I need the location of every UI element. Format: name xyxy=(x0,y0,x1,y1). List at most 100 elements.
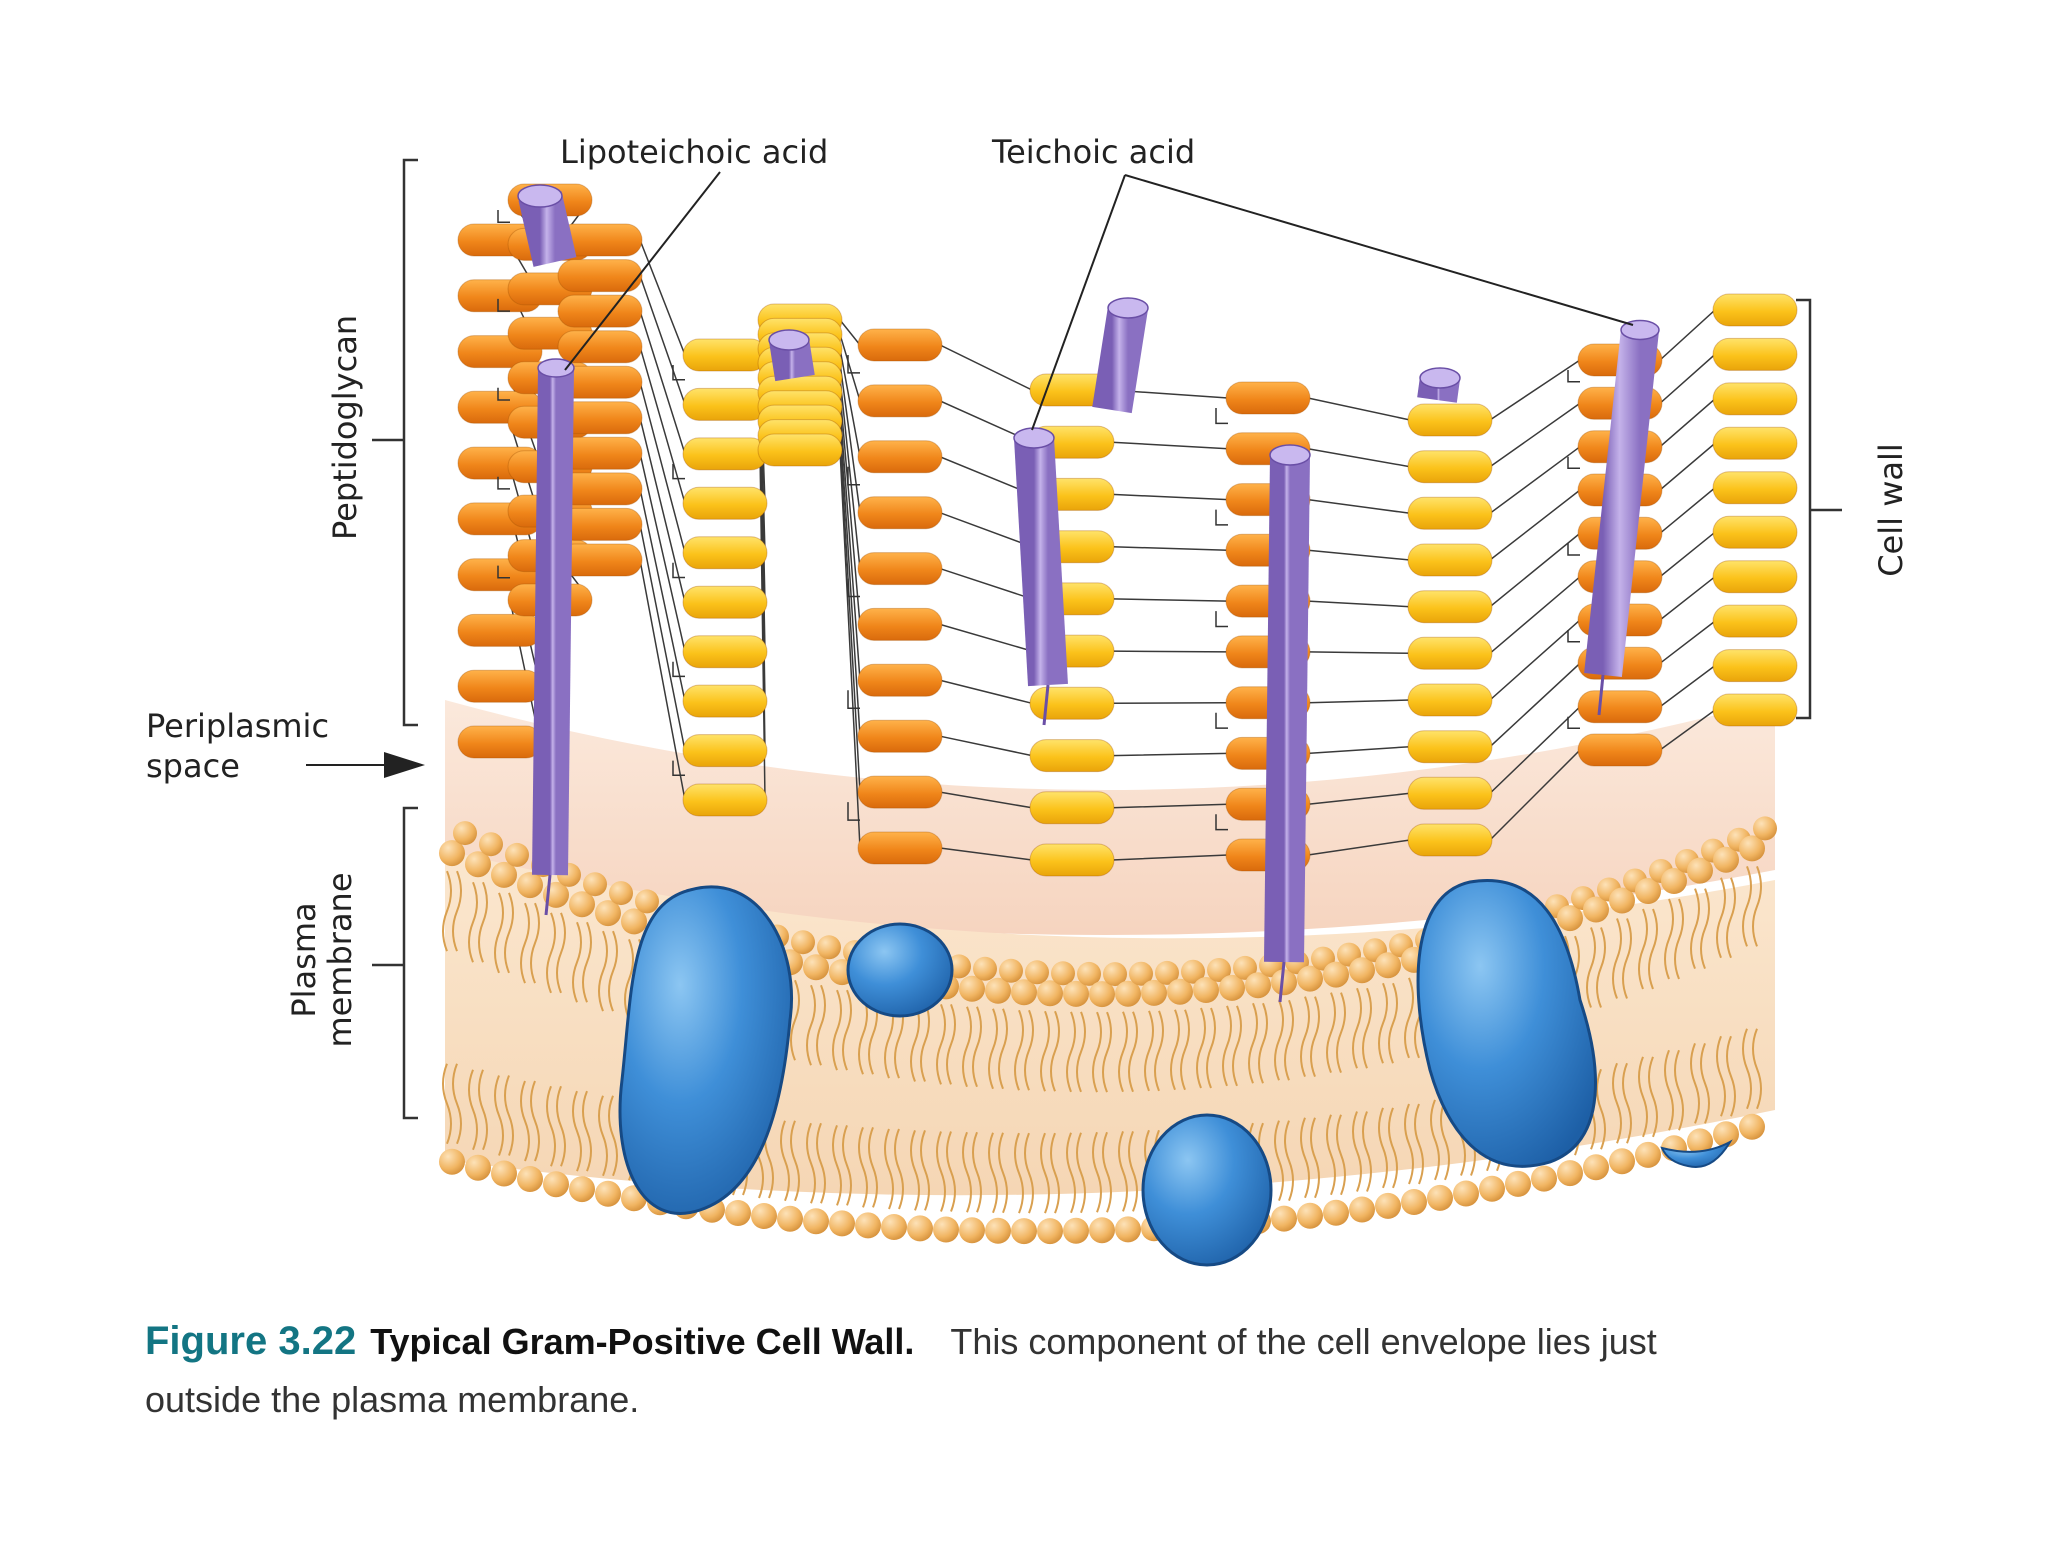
lipid-tail xyxy=(1648,908,1658,1138)
sugar-block xyxy=(682,783,768,817)
lipid-tail xyxy=(1284,999,1294,1201)
membrane-protein-right xyxy=(1416,879,1597,1168)
lipid-head xyxy=(1181,959,1205,984)
sugar-block xyxy=(857,496,943,530)
lipoteichoic-rod-left-anchor xyxy=(544,874,552,916)
lipid-head xyxy=(569,891,595,918)
lipid-tail xyxy=(608,930,618,1177)
lipid-tail xyxy=(816,984,826,1204)
lipid-head xyxy=(751,1203,777,1229)
peptide-bridge xyxy=(847,690,860,710)
lipid-head xyxy=(1687,1128,1713,1155)
sugar-block xyxy=(1029,739,1115,773)
periplasmic-arrow-head xyxy=(384,752,425,778)
sugar-block xyxy=(682,734,768,768)
peptide-bridge xyxy=(497,210,510,223)
lipid-head xyxy=(569,1176,595,1203)
teichoic-rod-mid-top xyxy=(1092,304,1148,414)
sugar-block xyxy=(682,536,768,570)
lipid-head xyxy=(1401,1189,1427,1215)
peptide-bridge xyxy=(1567,630,1580,643)
lipid-tail xyxy=(582,921,592,1172)
lipid-head xyxy=(1011,979,1037,1006)
lipid-head xyxy=(1025,960,1049,985)
peptide-bridge xyxy=(672,562,685,579)
lipid-head xyxy=(1051,961,1075,986)
lipid-head xyxy=(1219,974,1245,1001)
sugar-block xyxy=(1029,843,1115,877)
lipid-head xyxy=(803,954,829,981)
lipid-head xyxy=(1115,1216,1141,1243)
membrane-protein-edge xyxy=(1660,1139,1733,1168)
lipid-head xyxy=(583,872,607,897)
sugar-block xyxy=(1407,403,1493,437)
lipid-tail xyxy=(1300,996,1310,1199)
lipid-head xyxy=(1323,961,1349,988)
lipid-head xyxy=(1479,1175,1505,1202)
lipid-head xyxy=(1193,977,1219,1003)
lipid-head xyxy=(491,861,517,888)
sugar-block xyxy=(1577,733,1663,767)
teichoic-rod-small-cap xyxy=(768,329,810,351)
lipid-head xyxy=(999,958,1023,983)
teichoic-leader-line-2 xyxy=(1124,174,1634,326)
lipid-head xyxy=(505,842,529,867)
peptide-bridge xyxy=(497,476,510,490)
lipid-head xyxy=(1207,958,1231,982)
lipid-head xyxy=(933,1216,959,1243)
membrane-protein-bottom xyxy=(1141,1113,1273,1267)
lipid-tail xyxy=(1092,1011,1102,1213)
peptide-bridge xyxy=(1215,712,1228,729)
lipid-head xyxy=(1687,857,1713,884)
peptide-bridge xyxy=(847,355,860,374)
membrane-protein-left xyxy=(618,885,793,1215)
lipid-tail xyxy=(972,1006,982,1213)
lipid-tail xyxy=(1014,1009,1024,1214)
lipid-tail xyxy=(468,881,478,1151)
sugar-block xyxy=(1712,649,1798,683)
lipid-head xyxy=(1583,896,1609,923)
lipid-tail xyxy=(1700,888,1710,1124)
lipid-head xyxy=(829,1210,855,1237)
sugar-block xyxy=(557,259,643,293)
sugar-block xyxy=(557,294,643,328)
lipid-tail xyxy=(1664,898,1674,1131)
lipid-head xyxy=(1739,1113,1765,1140)
lipid-tail xyxy=(832,989,842,1206)
lipid-head xyxy=(543,1171,569,1198)
lipid-head xyxy=(1245,972,1271,999)
peptide-bridge xyxy=(497,387,510,401)
lipid-tail xyxy=(442,870,452,1145)
lipoteichoic-leader-line xyxy=(564,171,721,371)
lipid-head xyxy=(1271,969,1297,996)
sugar-block xyxy=(1712,604,1798,638)
lipid-tail xyxy=(1040,1010,1050,1214)
peptide-bridge xyxy=(1567,370,1580,383)
lipoteichoic-rod-right xyxy=(1264,454,1310,963)
lipid-head xyxy=(1609,887,1635,914)
peptide-bridge xyxy=(847,578,860,598)
lipid-tail xyxy=(1378,982,1388,1189)
lipid-tail xyxy=(1310,996,1320,1199)
lipid-head xyxy=(1155,960,1179,985)
peptide-bridge xyxy=(1567,543,1580,556)
peptide-bridge xyxy=(672,463,685,480)
sugar-block xyxy=(1712,382,1798,416)
lipid-head xyxy=(517,1166,543,1192)
lipid-tail xyxy=(1404,977,1414,1185)
lipid-tail xyxy=(1388,982,1398,1189)
lipid-head xyxy=(1349,1196,1375,1223)
sugar-block xyxy=(557,330,643,364)
lipid-head xyxy=(1453,1180,1479,1207)
lipid-tail xyxy=(1690,888,1700,1124)
lipid-tail xyxy=(556,912,566,1167)
peptide-bridge xyxy=(1215,408,1228,425)
figure-title: Typical Gram-Positive Cell Wall. xyxy=(370,1321,915,1362)
lipoteichoic-rod-left xyxy=(532,367,574,876)
lipid-tail xyxy=(1742,866,1752,1110)
lipid-tail xyxy=(494,892,504,1156)
lipid-head xyxy=(1037,980,1063,1007)
lipid-tail xyxy=(1336,992,1346,1196)
